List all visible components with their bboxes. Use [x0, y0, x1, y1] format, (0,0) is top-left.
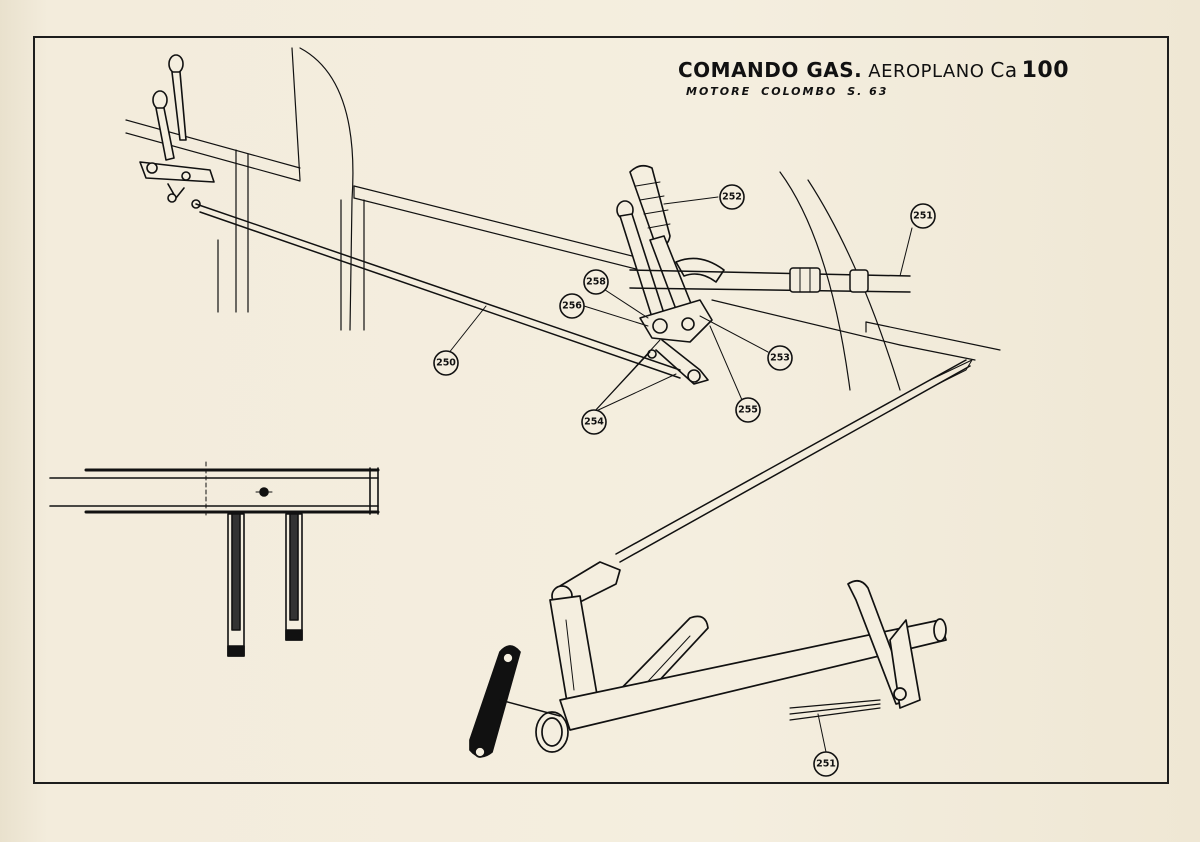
engine-label: MOTORE [686, 85, 752, 98]
tube-251-upper [629, 267, 911, 293]
svg-text:258: 258 [586, 277, 606, 288]
callout-252: 252 [719, 184, 745, 210]
engine-name: COLOMBO [761, 85, 838, 98]
drawing-frame [33, 36, 1169, 784]
svg-text:254: 254 [584, 417, 604, 428]
leader-lines [447, 196, 913, 753]
title-model-prefix: Ca [990, 58, 1018, 82]
callout-254: 254 [581, 409, 607, 435]
callout-256: 256 [559, 293, 585, 319]
callout-251-lower: 251 [813, 751, 839, 777]
crank-assembly [469, 561, 947, 758]
callout-253: 253 [767, 345, 793, 371]
throttle-levers [139, 54, 215, 209]
title-model-number: 100 [1021, 58, 1070, 83]
callout-258: 258 [583, 269, 609, 295]
svg-text:251: 251 [816, 759, 836, 770]
long-diagonal-rod [615, 359, 973, 563]
engine-subtitle: MOTORE COLOMBO S. 63 [686, 85, 1069, 98]
engine-model: S. 63 [847, 85, 889, 98]
pedal-assembly [616, 164, 725, 385]
svg-text:255: 255 [738, 405, 758, 416]
callout-251-upper: 251 [910, 203, 936, 229]
side-view-detail [49, 461, 380, 657]
title-aircraft: AEROPLANO [868, 61, 985, 82]
svg-text:252: 252 [722, 192, 742, 203]
svg-text:256: 256 [562, 301, 582, 312]
callout-255: 255 [735, 397, 761, 423]
fuselage-frame-lines [125, 47, 1001, 391]
svg-text:253: 253 [770, 353, 790, 364]
callout-250: 250 [433, 350, 459, 376]
title-main: COMANDO GAS. [678, 58, 863, 82]
svg-text:251: 251 [913, 211, 933, 222]
rod-250 [195, 203, 681, 379]
svg-text:250: 250 [436, 358, 456, 369]
